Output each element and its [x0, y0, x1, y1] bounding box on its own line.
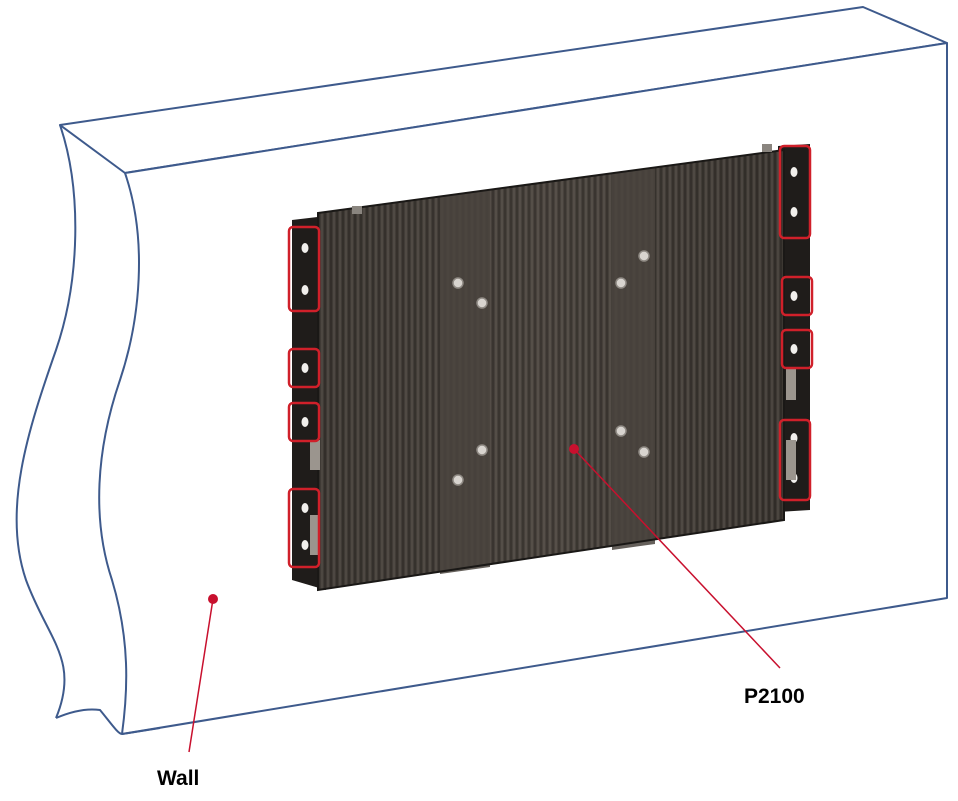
screw-icon [477, 298, 487, 308]
screw-icon [477, 445, 487, 455]
callout-dot-wall [208, 594, 218, 604]
screw-icon [453, 278, 463, 288]
screw-icon [616, 426, 626, 436]
label-p2100: P2100 [744, 685, 805, 709]
callout-dot-p2100 [569, 444, 579, 454]
label-wall: Wall [157, 767, 199, 791]
heatsink-shading [318, 150, 784, 590]
screw-icon [616, 278, 626, 288]
screw-icon [639, 251, 649, 261]
center-panel-right [612, 167, 655, 550]
p2100-device [289, 144, 812, 590]
screw-icon [453, 475, 463, 485]
wall-cut-edge-back [17, 125, 76, 718]
screw-icon [639, 447, 649, 457]
center-panel-left [440, 190, 490, 574]
